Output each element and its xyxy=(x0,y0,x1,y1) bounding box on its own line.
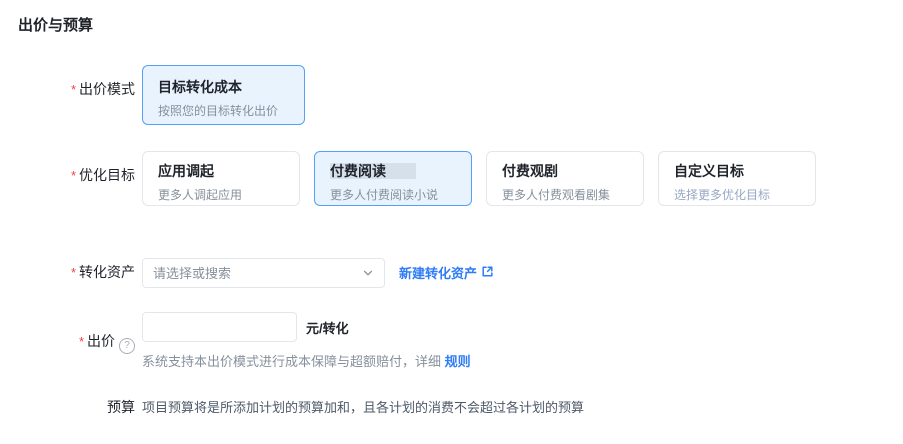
card-subtitle: 更多人调起应用 xyxy=(158,188,243,202)
goal-card-app-invoke[interactable]: 应用调起 更多人调起应用 xyxy=(142,151,300,206)
card-title: 目标转化成本 xyxy=(158,79,242,95)
bid-mode-card-target-cpa[interactable]: 目标转化成本 按照您的目标转化出价 xyxy=(142,65,305,125)
bid-hint: 系统支持本出价模式进行成本保障与超额赔付，详细 规则 xyxy=(142,351,471,370)
required-asterisk: * xyxy=(70,265,76,280)
budget-label: 预算 xyxy=(107,399,135,415)
bid-budget-section: 出价与预算 *出价模式 目标转化成本 按照您的目标转化出价 *优化目标 应用调起 xyxy=(0,14,903,444)
card-title: 应用调起 xyxy=(158,163,214,179)
chevron-down-icon xyxy=(362,267,374,279)
conversion-asset-select[interactable]: 请选择或搜索 xyxy=(142,257,385,288)
bid-input[interactable] xyxy=(142,312,297,342)
bid-mode-label-text: 出价模式 xyxy=(79,81,135,97)
rules-link[interactable]: 规则 xyxy=(444,354,471,369)
bid-row: *出价? 元/转化 系统支持本出价模式进行成本保障与超额赔付，详细 规则 xyxy=(0,312,903,370)
select-placeholder: 请选择或搜索 xyxy=(153,266,232,281)
bid-mode-row: *出价模式 目标转化成本 按照您的目标转化出价 xyxy=(0,65,903,125)
create-conversion-asset-link[interactable]: 新建转化资产 xyxy=(399,263,494,282)
external-link-icon xyxy=(481,265,494,281)
conversion-asset-label-text: 转化资产 xyxy=(79,264,135,280)
bid-mode-label: *出价模式 xyxy=(0,65,135,99)
required-asterisk: * xyxy=(78,333,84,349)
card-subtitle: 更多人付费观看剧集 xyxy=(502,188,611,202)
card-title: 付费阅读 xyxy=(330,161,456,181)
card-subtitle: 按照您的目标转化出价 xyxy=(158,104,279,118)
selected-text-highlight: 付费阅读 xyxy=(330,163,416,179)
budget-description: 项目预算将是所添加计划的预算加和，且各计划的消费不会超过各计划的预算 xyxy=(142,400,585,415)
bid-unit: 元/转化 xyxy=(306,320,349,336)
goal-card-paid-drama[interactable]: 付费观剧 更多人付费观看剧集 xyxy=(486,151,644,206)
bid-budget-form: *出价模式 目标转化成本 按照您的目标转化出价 *优化目标 应用调起 更多人调起… xyxy=(0,65,903,417)
help-question-icon[interactable]: ? xyxy=(119,337,135,354)
page-title: 出价与预算 xyxy=(18,17,94,34)
bid-label: *出价? xyxy=(0,326,135,357)
budget-row: 预算 项目预算将是所添加计划的预算加和，且各计划的消费不会超过各计划的预算 xyxy=(0,397,903,417)
conversion-asset-row: *转化资产 请选择或搜索 新建转化资产 xyxy=(0,257,903,288)
goal-card-custom[interactable]: 自定义目标 选择更多优化目标 xyxy=(658,151,816,206)
card-subtitle: 选择更多优化目标 xyxy=(674,188,771,202)
optimization-goal-label: *优化目标 xyxy=(0,151,135,185)
card-subtitle: 更多人付费阅读小说 xyxy=(330,188,439,202)
conversion-asset-label: *转化资产 xyxy=(0,257,135,288)
goal-card-paid-reading[interactable]: 付费阅读 更多人付费阅读小说 xyxy=(314,151,472,206)
required-asterisk: * xyxy=(70,168,76,183)
card-title: 自定义目标 xyxy=(674,163,744,179)
optimization-goal-row: *优化目标 应用调起 更多人调起应用 付费阅读 更多人付费阅读小说 付费观剧 更… xyxy=(0,151,903,206)
create-conversion-asset-label: 新建转化资产 xyxy=(399,266,478,281)
bid-label-text: 出价 xyxy=(87,332,115,349)
optimization-goal-label-text: 优化目标 xyxy=(79,167,135,183)
required-asterisk: * xyxy=(70,82,76,97)
bid-hint-text: 系统支持本出价模式进行成本保障与超额赔付，详细 xyxy=(142,354,445,369)
card-title: 付费观剧 xyxy=(502,163,558,179)
